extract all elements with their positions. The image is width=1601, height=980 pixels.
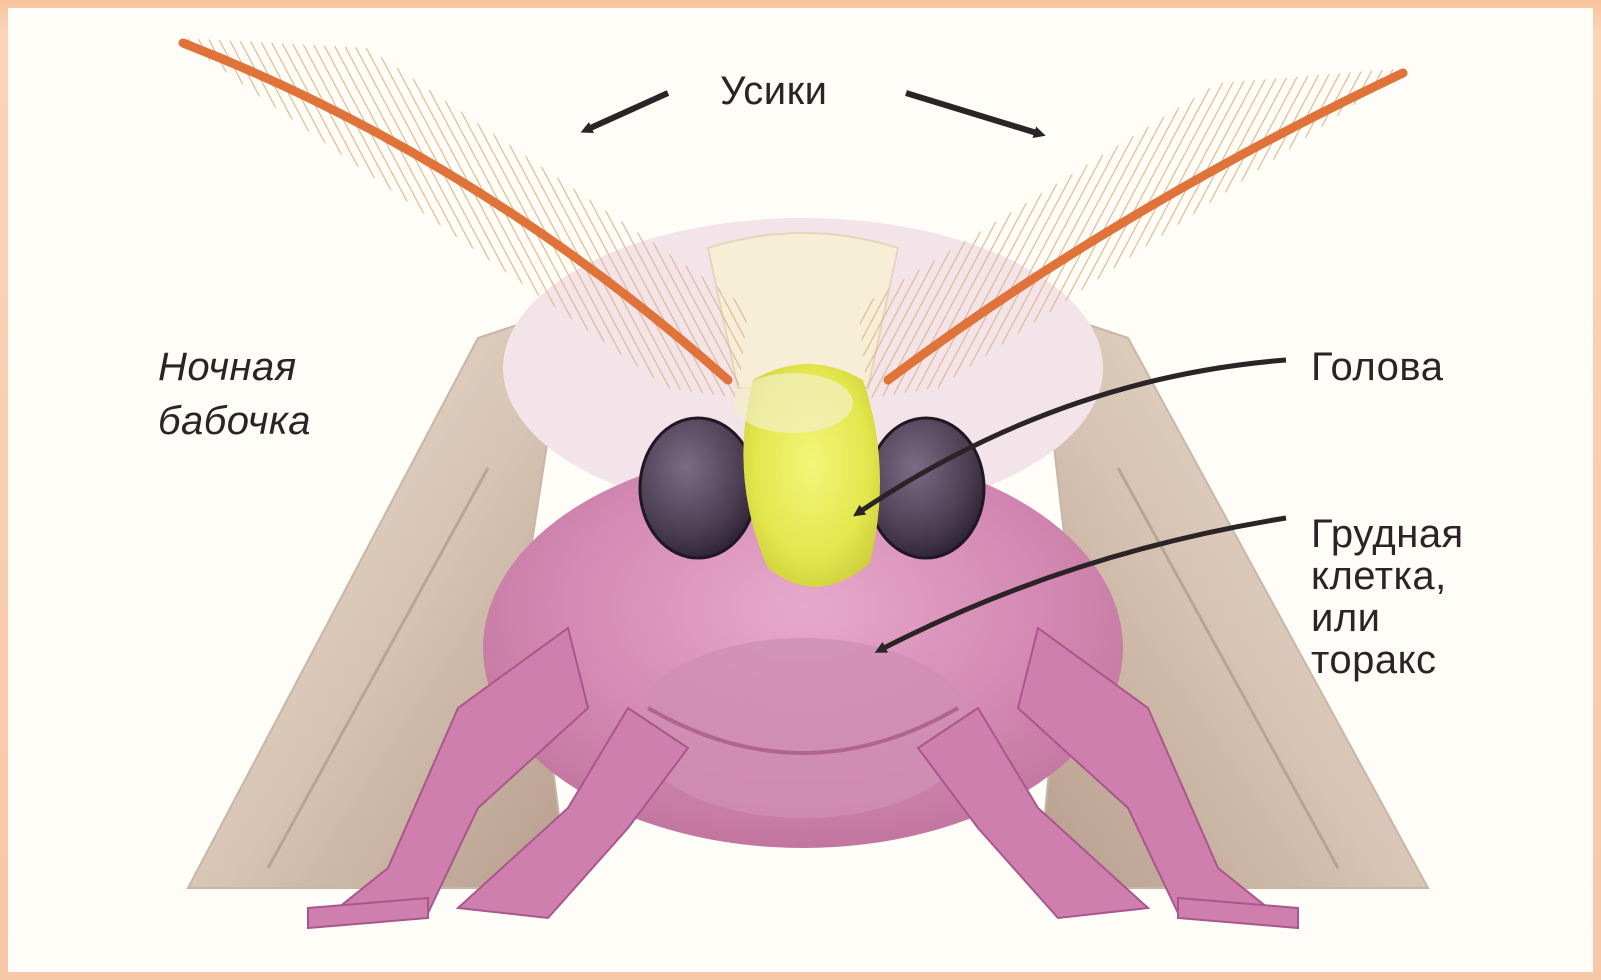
label-moth-line2: бабочка — [158, 400, 311, 442]
right-eye — [868, 418, 984, 558]
left-antenna-comb — [178, 38, 748, 398]
label-thorax-line1: Грудная — [1311, 513, 1464, 555]
label-head: Голова — [1311, 346, 1443, 388]
antenna-arrow-right — [906, 93, 1040, 134]
antenna-arrow-left — [586, 93, 668, 130]
label-thorax-line2: клетка, — [1311, 555, 1447, 597]
moth-illustration — [8, 8, 1593, 972]
label-moth-line1: Ночная — [158, 346, 297, 388]
label-antennae: Усики — [720, 70, 827, 112]
label-thorax-line4: торакс — [1311, 639, 1437, 681]
label-thorax-line3: или — [1311, 597, 1381, 639]
left-eye — [640, 418, 756, 558]
diagram-canvas: Усики Ночная бабочка Голова Грудная клет… — [8, 8, 1593, 972]
